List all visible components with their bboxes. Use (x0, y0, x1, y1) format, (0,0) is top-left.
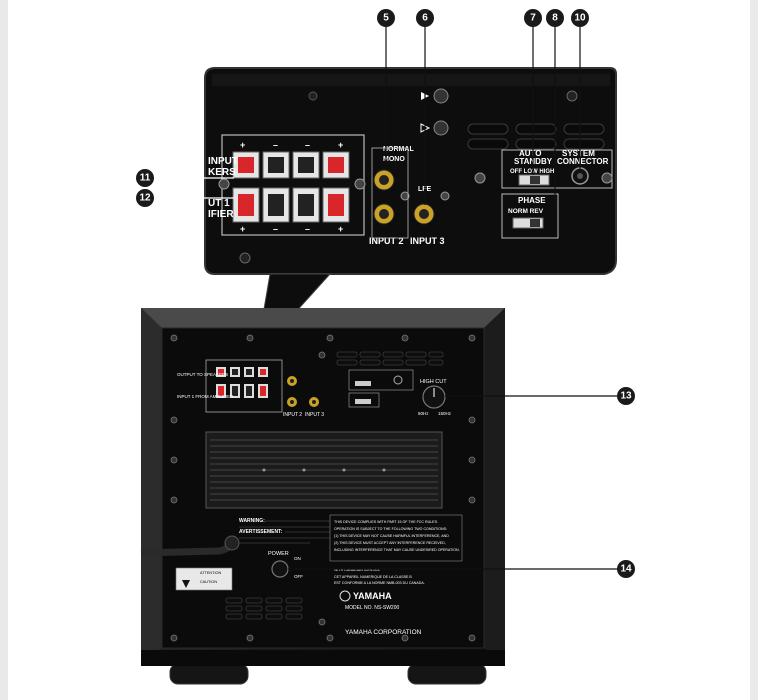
callout-13: 13 (617, 387, 635, 405)
svg-text:CAUTION: CAUTION (200, 580, 217, 584)
svg-text:AUTO: AUTO (519, 149, 542, 158)
amplifier-input-terminals[interactable] (232, 187, 350, 223)
svg-text:+: + (240, 224, 245, 234)
speaker-output-terminals[interactable] (232, 151, 350, 179)
subwoofer-cabinet: OUTPUT TO SPEAKERS INPUT 1 FROM AMPLIFIE… (140, 308, 505, 685)
svg-text:MODEL NO. NS-SW200: MODEL NO. NS-SW200 (345, 605, 399, 611)
foot (169, 663, 249, 685)
svg-text:(2) THIS DEVICE MUST ACCEPT AN: (2) THIS DEVICE MUST ACCEPT ANY INTERFER… (334, 541, 446, 545)
svg-text:ON: ON (294, 556, 301, 561)
svg-text:INPUT: INPUT (208, 156, 238, 167)
screw-icon (433, 88, 449, 104)
svg-text:–: – (305, 224, 310, 234)
svg-text:YAMAHA: YAMAHA (353, 591, 392, 601)
svg-text:EST CONFORME A LA NORME NMB-00: EST CONFORME A LA NORME NMB-003 DU CANAD… (334, 581, 425, 585)
callout-6: 6 (416, 9, 434, 27)
callout-leader-lines (153, 26, 618, 570)
rear-rca-jacks[interactable] (287, 376, 319, 407)
svg-text:–: – (305, 140, 310, 150)
svg-text:12: 12 (139, 193, 151, 204)
svg-text:8: 8 (552, 13, 558, 24)
svg-text:OFF LOW HIGH: OFF LOW HIGH (510, 169, 554, 175)
svg-text:INPUT 2: INPUT 2 (283, 412, 302, 418)
yamaha-logo-icon (339, 590, 351, 602)
svg-text:INPUT 2: INPUT 2 (369, 236, 404, 246)
svg-text:HIGH CUT: HIGH CUT (420, 379, 447, 385)
svg-text:POWER: POWER (268, 551, 289, 557)
svg-text:6: 6 (422, 13, 428, 24)
zoomed-terminal-panel: + – – + + – – + (204, 67, 617, 358)
callout-12: 12 (136, 189, 154, 207)
svg-text:KERS: KERS (208, 167, 236, 178)
svg-text:INCLUDING INTERFERENCE THAT MA: INCLUDING INTERFERENCE THAT MAY CAUSE UN… (334, 548, 460, 552)
svg-text:50Hz: 50Hz (418, 411, 429, 416)
callout-8: 8 (546, 9, 564, 27)
svg-text:OPERATION IS SUBJECT TO THE FO: OPERATION IS SUBJECT TO THE FOLLOWING TW… (334, 527, 447, 531)
foot (407, 663, 487, 685)
svg-text:UT 1: UT 1 (208, 198, 230, 209)
svg-text:10: 10 (574, 13, 586, 24)
svg-text:14: 14 (620, 564, 632, 575)
svg-text:IFIER: IFIER (208, 209, 234, 220)
svg-text:INPUT 3: INPUT 3 (410, 236, 445, 246)
svg-text:+: + (240, 140, 245, 150)
auto-standby-switch[interactable] (518, 174, 550, 186)
phase-switch[interactable] (512, 217, 544, 229)
callout-10: 10 (571, 9, 589, 27)
svg-text:150Hz: 150Hz (438, 411, 452, 416)
svg-text:–: – (273, 224, 278, 234)
callout-11: 11 (136, 169, 154, 187)
screw-icon (433, 120, 449, 136)
input2-rca-jacks[interactable] (373, 169, 395, 225)
svg-text:SYSTEM: SYSTEM (562, 149, 595, 158)
svg-text:+: + (338, 224, 343, 234)
callout-5: 5 (377, 9, 395, 27)
svg-text:11: 11 (140, 173, 151, 184)
system-connector-jack[interactable] (571, 167, 589, 185)
svg-text:+: + (338, 140, 343, 150)
svg-text:OUTPUT TO SPEAKERS: OUTPUT TO SPEAKERS (177, 372, 228, 377)
svg-text:PHASE: PHASE (518, 196, 546, 205)
caution-label (175, 567, 233, 591)
svg-text:WITH CANADIAN ICES-003.: WITH CANADIAN ICES-003. (334, 568, 380, 572)
svg-text:YAMAHA CORPORATION: YAMAHA CORPORATION (345, 629, 422, 636)
svg-text:MONO: MONO (383, 156, 405, 163)
svg-text:INPUT 1 FROM AMPLIFIER: INPUT 1 FROM AMPLIFIER (177, 394, 234, 399)
high-cut-knob[interactable] (422, 385, 446, 409)
callout-14: 14 (617, 560, 635, 578)
svg-text:NORM REV: NORM REV (508, 208, 544, 215)
heatsink-grille (205, 431, 443, 509)
svg-text:CONNECTOR: CONNECTOR (557, 157, 609, 166)
svg-text:THIS DEVICE COMPLIES WITH PART: THIS DEVICE COMPLIES WITH PART 15 OF THE… (334, 520, 438, 524)
svg-text:OFF: OFF (294, 574, 303, 579)
svg-text:AVERTISSEMENT:: AVERTISSEMENT: (239, 529, 283, 535)
svg-text:7: 7 (530, 13, 536, 24)
power-switch[interactable] (271, 560, 289, 578)
svg-text:–: – (273, 140, 278, 150)
svg-text:INPUT 3: INPUT 3 (305, 412, 324, 418)
svg-text:5: 5 (383, 13, 389, 24)
svg-text:ATTENTION: ATTENTION (200, 571, 221, 575)
svg-text:(1) THIS DEVICE MAY NOT CAUSE: (1) THIS DEVICE MAY NOT CAUSE HARMFUL IN… (334, 534, 449, 538)
svg-text:13: 13 (620, 391, 632, 402)
svg-text:CET APPAREIL NUMERIQUE DE LA C: CET APPAREIL NUMERIQUE DE LA CLASSE B (334, 575, 412, 579)
svg-text:NORMAL: NORMAL (383, 146, 414, 153)
callout-7: 7 (524, 9, 542, 27)
svg-text:WARNING:: WARNING: (239, 518, 265, 524)
input3-lfe-jack[interactable] (413, 203, 435, 225)
